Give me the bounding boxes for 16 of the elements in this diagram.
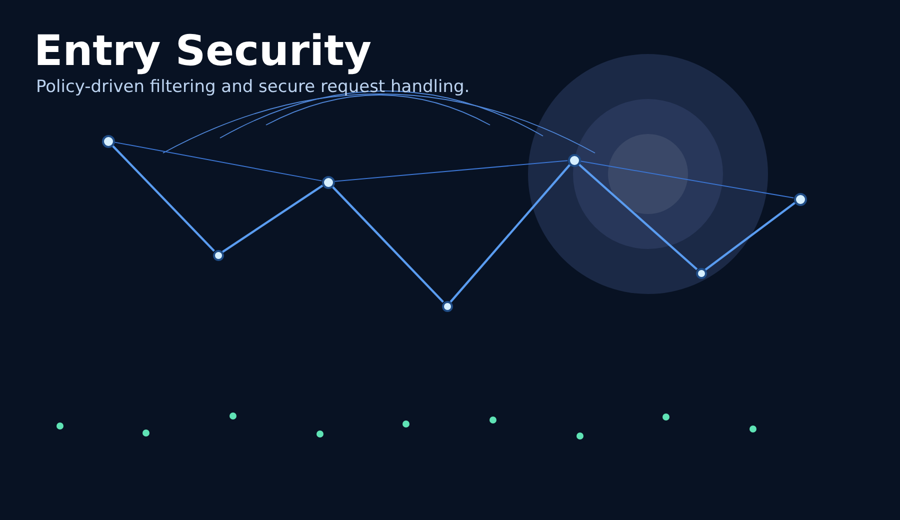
subtitle: Policy-driven filtering and secure request handling. bbox=[36, 77, 470, 97]
connector-line bbox=[332, 186, 444, 303]
network-node bbox=[322, 176, 334, 188]
connector-line bbox=[580, 160, 794, 198]
connector-line bbox=[334, 160, 568, 182]
title: Entry Security bbox=[34, 28, 372, 74]
connector-line bbox=[704, 202, 796, 271]
network-node bbox=[102, 134, 114, 148]
connector-line bbox=[112, 144, 215, 252]
connector-line bbox=[578, 164, 698, 270]
network-node bbox=[442, 300, 452, 312]
connector-line bbox=[114, 142, 322, 182]
network-node bbox=[794, 192, 806, 206]
connector-line bbox=[450, 164, 571, 303]
connector-line bbox=[222, 184, 324, 253]
network-node bbox=[212, 250, 224, 260]
